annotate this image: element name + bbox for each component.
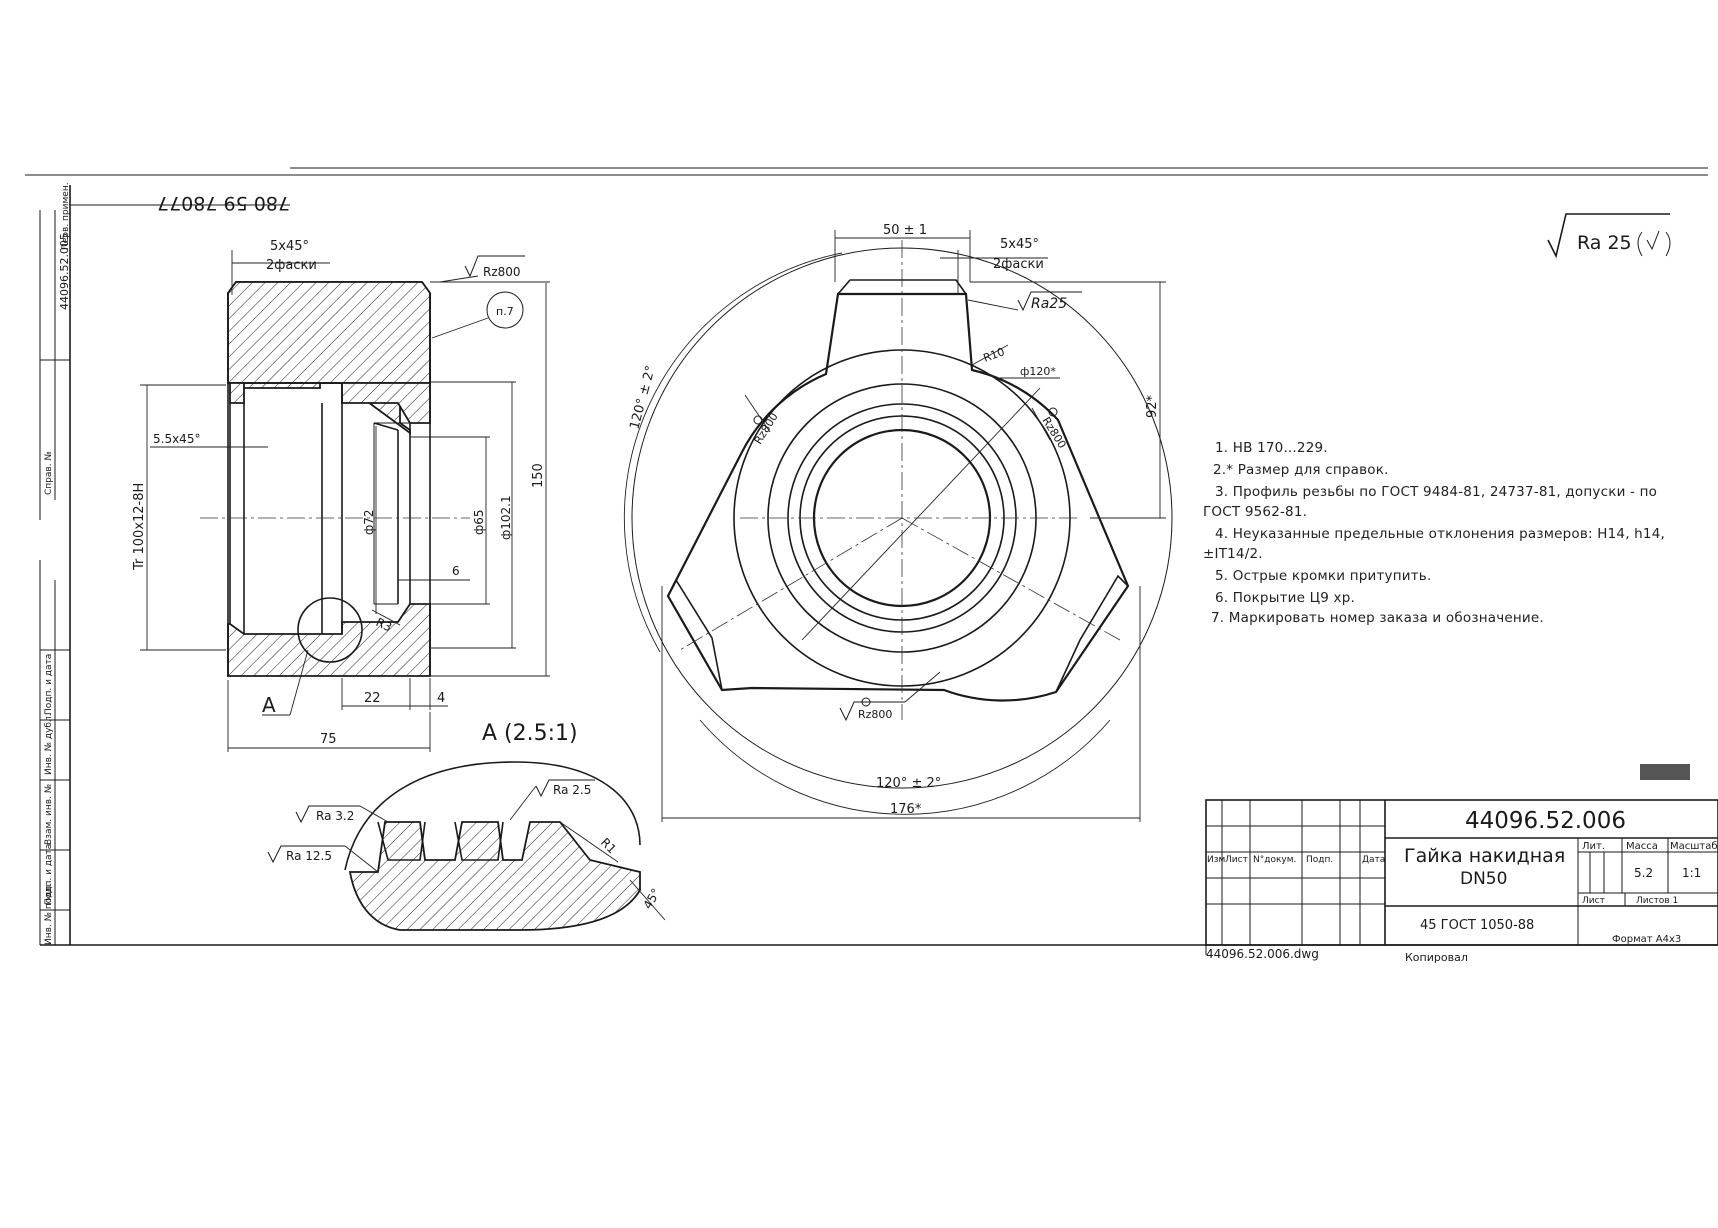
note-line: 5. Острые кромки притупить. <box>1215 568 1432 584</box>
section-chamfer-top-sub: 2фаски <box>266 258 317 273</box>
front-angle-left: 120° ± 2° <box>627 364 658 431</box>
section-dia-65: ф65 <box>472 509 486 535</box>
section-chamfer-top: 5x45° <box>270 239 309 254</box>
left-stamp-label: Справ. № <box>44 451 54 495</box>
title-col-lit: Лит. <box>1582 841 1605 852</box>
title-sheet-label: Лист <box>1582 896 1605 906</box>
general-roughness-label: Ra 25 <box>1577 232 1632 254</box>
section-dia-72: ф72 <box>362 509 376 535</box>
title-designation: 44096.52.006 <box>1465 808 1626 834</box>
note-line: 3. Профиль резьбы по ГОСТ 9484-81, 24737… <box>1215 484 1658 500</box>
barcode-mark <box>1640 764 1690 780</box>
section-radius-r3: R3 <box>374 615 394 634</box>
title-hdr-izm: Изм <box>1207 855 1225 865</box>
side-stamp-number: 44096.52.005 <box>58 233 71 310</box>
note-ref-circle <box>486 291 524 329</box>
detail-a-circle <box>297 597 363 663</box>
section-chamfer-left: 5.5x45° <box>153 432 200 446</box>
title-material: 45 ГОСТ 1050-88 <box>1420 918 1534 933</box>
title-hdr-podp: Подп. <box>1306 855 1333 865</box>
title-name-line1: Гайка накидная <box>1404 845 1565 867</box>
section-thread: Tr 100x12-8H <box>132 483 147 571</box>
note-line: 4. Неуказанные предельные отклонения раз… <box>1215 526 1665 542</box>
detail-r1: R1 <box>598 835 619 856</box>
title-scale: 1:1 <box>1682 866 1701 880</box>
front-roughness-ra25: Ra25 <box>1031 296 1067 312</box>
section-dia-102: ф102.1 <box>499 495 513 540</box>
front-chamfer-sub: 2фаски <box>993 257 1044 272</box>
title-name-line2: DN50 <box>1460 869 1507 889</box>
title-copied: Копировал <box>1405 951 1468 964</box>
section-roughness-outer: Rz800 <box>483 265 521 279</box>
detail-a-marker: А <box>262 693 276 717</box>
note-line: 2.* Размер для справок. <box>1213 462 1389 478</box>
section-wall-lower <box>227 603 431 677</box>
title-col-mass: Масса <box>1626 841 1658 852</box>
title-sheets-label: Листов 1 <box>1636 896 1678 906</box>
detail-view: А (2.5:1) Ra 3.2 Ra 12.5 Ra 2.5 R1 45° <box>267 721 666 931</box>
detail-thread-body <box>348 821 641 931</box>
front-view: 50 ± 1 5x45° 2фаски Ra25 R10 ф120* Rz800… <box>623 223 1173 822</box>
front-angle-bottom: 120° ± 2° <box>876 776 941 791</box>
left-stamp-label: Взам. инв. № <box>44 784 54 845</box>
section-len-6: 6 <box>452 564 460 578</box>
section-len-150: 150 <box>531 463 546 488</box>
section-len-22: 22 <box>364 691 381 706</box>
left-stamp-label: Подп. и дата <box>44 654 54 715</box>
detail-ra-125: Ra 12.5 <box>286 849 332 863</box>
note-ref: п.7 <box>496 305 514 318</box>
left-stamp-column: Инв. № подл. Подп. и дата Взам. инв. № И… <box>40 182 71 945</box>
section-len-4: 4 <box>437 691 445 706</box>
front-chamfer: 5x45° <box>1000 237 1039 252</box>
detail-ra-25: Ra 2.5 <box>553 783 591 797</box>
top-stamp: 780 59 78077 <box>157 192 290 214</box>
note-line: ±IT14/2. <box>1203 546 1263 562</box>
title-format: Формат А4х3 <box>1612 934 1681 945</box>
detail-angle-45: 45° <box>640 886 663 911</box>
front-width-top: 50 ± 1 <box>883 223 927 238</box>
section-view: А 5x45° 2фаски Rz800 п.7 5.5x45° Tr 100x… <box>132 239 550 752</box>
title-hdr-doc: N°докум. <box>1253 855 1296 865</box>
left-stamp-label: Инв. № дубл. <box>44 713 54 775</box>
left-stamp-label: Инв. № подл. <box>44 883 54 945</box>
front-dia-120: ф120* <box>1020 365 1056 378</box>
section-len-75: 75 <box>320 732 337 747</box>
title-hdr-date: Дата <box>1362 855 1385 865</box>
detail-title: А (2.5:1) <box>482 721 578 746</box>
left-stamp-label: Подп. и дата <box>44 844 54 905</box>
note-line: 1. HB 170...229. <box>1215 440 1328 456</box>
general-roughness: Ra 25 <box>1547 213 1671 259</box>
front-radius-r10: R10 <box>982 345 1007 365</box>
title-block <box>1205 799 1718 946</box>
note-line: 7. Маркировать номер заказа и обозначени… <box>1211 610 1544 626</box>
front-dim-92: 92* <box>1145 394 1160 418</box>
side-stamp-label: Перв. примен. <box>61 182 71 250</box>
title-file: 44096.52.006.dwg <box>1206 947 1319 961</box>
section-wall-upper-fill <box>227 281 431 384</box>
detail-ra-32: Ra 3.2 <box>316 809 354 823</box>
title-mass: 5.2 <box>1634 866 1653 880</box>
front-dim-176: 176* <box>890 802 922 817</box>
front-rz800-bottom: Rz800 <box>858 708 892 721</box>
note-line: 6. Покрытие Ц9 хр. <box>1215 590 1356 606</box>
title-hdr-list: Лист <box>1225 855 1248 865</box>
note-line: ГОСТ 9562-81. <box>1203 504 1308 520</box>
title-col-scale: Масштаб <box>1670 841 1718 852</box>
front-lugs-outline <box>666 292 1130 702</box>
